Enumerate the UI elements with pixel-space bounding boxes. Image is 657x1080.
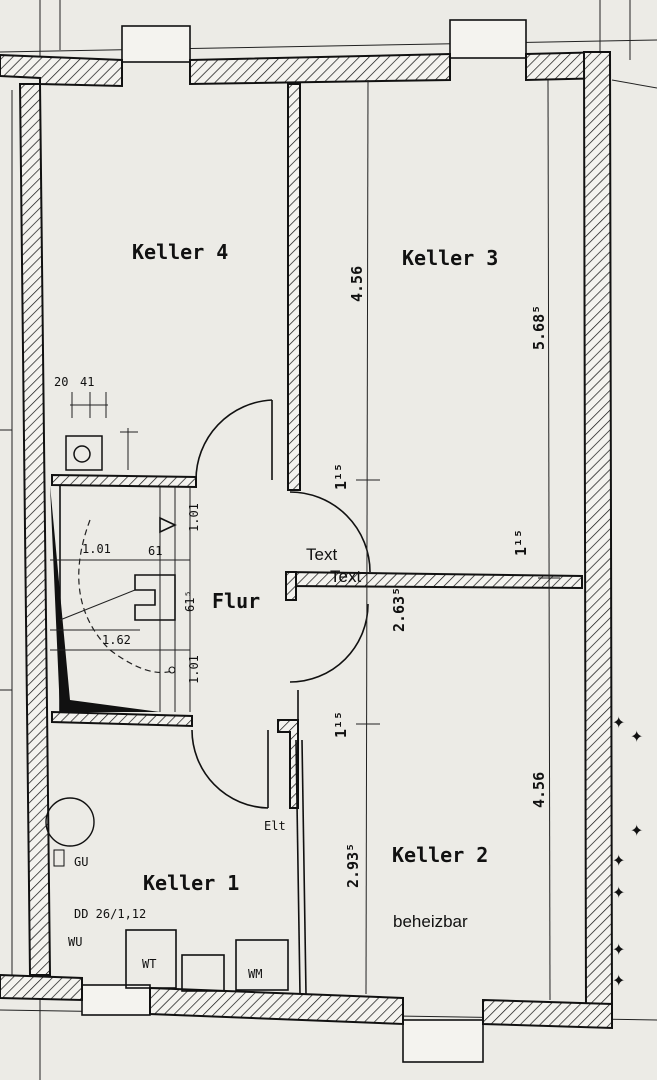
- dim-keller2-height: 4.56: [530, 772, 548, 808]
- room-label-flur: Flur: [212, 589, 260, 613]
- staircase: [50, 485, 191, 712]
- text-note-2: Text: [330, 567, 361, 586]
- fixtures: [45, 435, 289, 992]
- dim-stair-61-top: 61: [148, 544, 162, 558]
- room-label-keller4: Keller 4: [132, 240, 228, 264]
- washing-machine-fixture: [235, 939, 289, 991]
- room-label-keller1: Keller 1: [143, 871, 239, 895]
- dd-label: DD 26/1,12: [74, 907, 146, 921]
- dim-keller1-right: 2.93⁵: [344, 843, 362, 888]
- dim-door-k3-right: 1¹⁵: [512, 529, 530, 556]
- svg-text:✦: ✦: [630, 821, 643, 840]
- svg-text:✦: ✦: [612, 940, 625, 959]
- svg-text:✦: ✦: [612, 883, 625, 902]
- svg-text:✦: ✦: [612, 971, 625, 990]
- dim-door-k2: 1¹⁵: [332, 711, 350, 738]
- windows: [81, 19, 527, 1063]
- electric-label: Elt: [264, 819, 286, 833]
- room-label-keller2: Keller 2: [392, 843, 488, 867]
- dimension-lines: [70, 79, 560, 1001]
- dim-door-k3-left: 1¹⁵: [332, 463, 350, 490]
- svg-text:✦: ✦: [612, 851, 625, 870]
- dim-stair-101-left: 1.01: [82, 542, 111, 556]
- room-label-keller3: Keller 3: [402, 246, 498, 270]
- heated-note: beheizbar: [393, 912, 468, 931]
- gu-label: GU: [74, 855, 88, 869]
- dim-stair-101-bottom: 1.01: [187, 655, 201, 684]
- dim-wall-20: 20: [54, 375, 68, 389]
- outer-walls: [0, 50, 614, 1030]
- text-note-1: Text: [306, 545, 337, 564]
- boiler-icon: [65, 435, 103, 471]
- dim-keller3-left: 4.56: [348, 266, 366, 302]
- dim-stair-101-top: 1.01: [187, 503, 201, 532]
- dim-wall-41: 41: [80, 375, 94, 389]
- wm-label: WM: [248, 967, 262, 981]
- svg-text:✦: ✦: [630, 727, 643, 746]
- dim-flur-height: 2.63⁵: [390, 587, 408, 632]
- wu-label: WU: [68, 935, 82, 949]
- dim-stair-162: 1.62: [102, 633, 131, 647]
- dim-stair-61-mid: 61⁵: [183, 590, 197, 612]
- interior-walls: [51, 83, 583, 995]
- wt-label: WT: [142, 957, 156, 971]
- tank-icon: [45, 797, 95, 847]
- svg-text:✦: ✦: [612, 713, 625, 732]
- sink-fixture: [125, 929, 177, 989]
- dim-keller3-right: 5.68⁵: [530, 305, 548, 350]
- marker-icons: ✦ ✦ ✦ ✦ ✦ ✦ ✦: [612, 713, 643, 990]
